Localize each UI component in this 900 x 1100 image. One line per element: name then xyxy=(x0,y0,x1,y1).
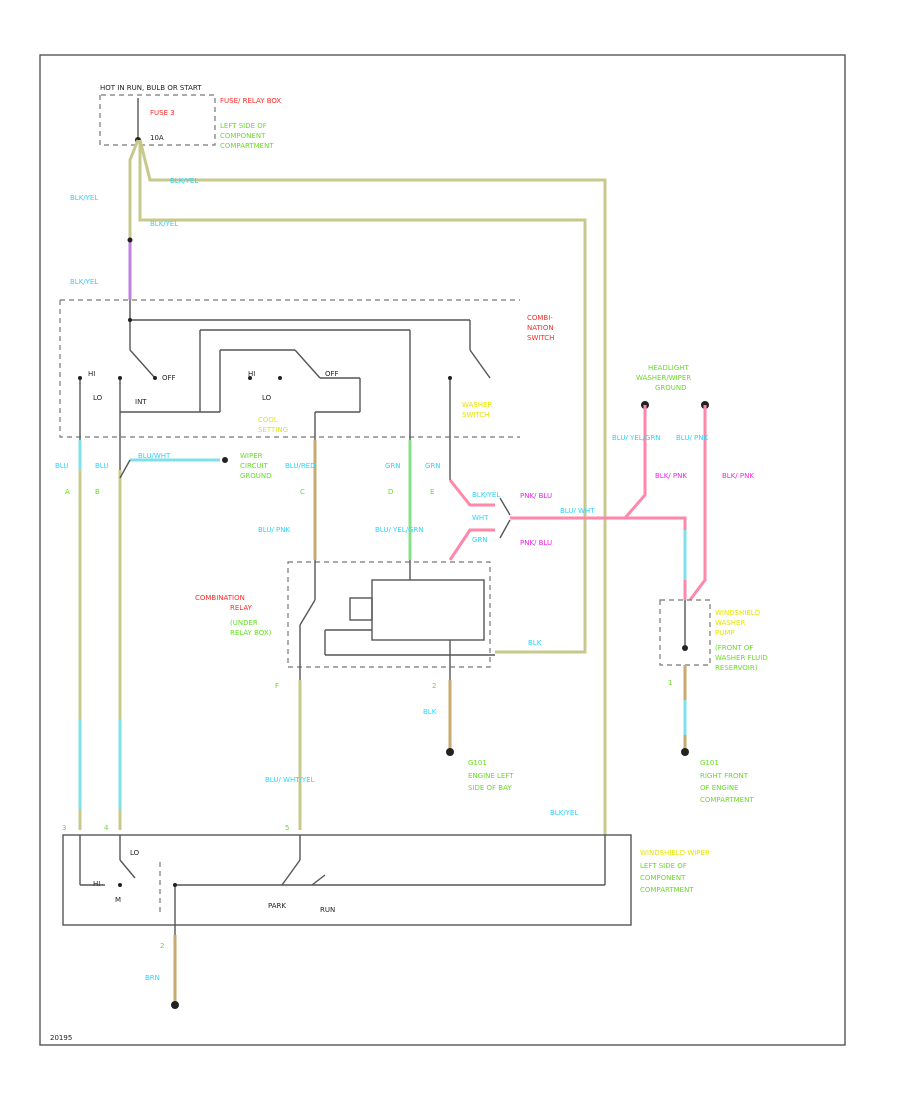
fuse-box-loc-1: LEFT SIDE OF xyxy=(220,122,267,130)
relay-name-1: COMBINATION xyxy=(195,594,245,602)
fuse-box-name: FUSE/ RELAY BOX xyxy=(220,97,281,105)
grn-label: GRN xyxy=(385,462,401,470)
switch-name-1: COMBI- xyxy=(527,314,553,322)
blu-pink-label: BLU/ PNK xyxy=(258,526,291,534)
cool-label-2: SETTING xyxy=(258,426,288,434)
pin-c: C xyxy=(300,488,305,496)
pin-f: F xyxy=(275,682,279,690)
blk-label-2: BLK xyxy=(423,708,437,716)
pin-a: A xyxy=(65,488,70,496)
wiper-ground-3: GROUND xyxy=(240,472,272,480)
off-label-2: OFF xyxy=(325,370,339,378)
fuse-box-loc-3: COMPARTMENT xyxy=(220,142,274,150)
washer-motor-4: (FRONT OF xyxy=(715,644,753,652)
pin-e: E xyxy=(430,488,434,496)
ground-c: BRN xyxy=(145,974,160,982)
ground-a-1: G101 xyxy=(468,759,487,767)
blu-left-bot: BLU/ WHT/YEL xyxy=(265,776,315,784)
washer-switch-2: SWITCH xyxy=(462,411,489,419)
washer-switch-1: WASHER xyxy=(462,401,492,409)
pin-1-motor: 1 xyxy=(668,679,672,687)
pnk-big-2: BLK/ PNK xyxy=(722,472,754,480)
pin-b: B xyxy=(95,488,100,496)
pin-2-bottom: 2 xyxy=(160,942,164,950)
wipe-motor-2: LEFT SIDE OF xyxy=(640,862,687,870)
motor-pins-1: BLK/YEL xyxy=(472,491,500,499)
blu-left: BLU xyxy=(55,462,68,470)
motor-lo: LO xyxy=(130,849,140,857)
headlight-1: HEADLIGHT xyxy=(648,364,690,372)
relay-loc-2: RELAY BOX) xyxy=(230,629,272,637)
pin-blue-1: BLU/ YEL/GRN xyxy=(612,434,661,442)
switch-name-2: NATION xyxy=(527,324,554,332)
wipe-motor-1: WINDSHIELD WIPER xyxy=(640,849,710,857)
washer-motor-5: WASHER FLUID xyxy=(715,654,768,662)
motor-m: M xyxy=(115,896,121,904)
washer-motor-3: PUMP xyxy=(715,629,735,637)
wiper-ground-2: CIRCUIT xyxy=(240,462,269,470)
washer-motor-1: WINDSHIELD xyxy=(715,609,760,617)
wiper-motor: HI LO M PARK RUN WINDSHIELD WIPER LEFT S… xyxy=(62,776,710,935)
off-label-1: OFF xyxy=(162,374,176,382)
motor-pins-3: GRN xyxy=(472,536,488,544)
combination-relay: COMBINATION RELAY (UNDER RELAY BOX) F 2 … xyxy=(195,560,542,690)
pin-2-relay: 2 xyxy=(432,682,436,690)
blk-wht-label: BLU/ WHT xyxy=(560,507,595,515)
motor-hi: HI xyxy=(93,880,100,888)
grn-yel-label: GRN xyxy=(425,462,441,470)
hot-label: HOT IN RUN, BULB OR START xyxy=(100,84,202,92)
headlight-2: WASHER/WIPER xyxy=(636,374,691,382)
outer-frame xyxy=(39,54,846,1046)
washer-motor-2: WASHER xyxy=(715,619,745,627)
fuse-relay-box: HOT IN RUN, BULB OR START FUSE/ RELAY BO… xyxy=(99,84,281,150)
pin-3-motor: 3 xyxy=(62,824,66,832)
cool-label-1: COOL xyxy=(258,416,278,424)
blk-yel-bot: BLK/YEL xyxy=(550,809,578,817)
blk-red-1: BLU/RED xyxy=(285,462,316,470)
pin-5-motor: 5 xyxy=(285,824,289,832)
relay-loc-1: (UNDER xyxy=(230,619,258,627)
hi-sw-label: HI xyxy=(248,370,255,378)
fuse-box-loc-2: COMPONENT xyxy=(220,132,266,140)
park-label: PARK xyxy=(268,902,286,910)
ground-b-3: OF ENGINE xyxy=(700,784,739,792)
relay-name-2: RELAY xyxy=(230,604,253,612)
wire-label-top-1: BLK/YEL xyxy=(70,194,98,202)
int-label: INT xyxy=(135,398,147,406)
pnk-label-1: PNK/ BLU xyxy=(520,492,552,500)
fuse-id: FUSE 3 xyxy=(150,109,175,117)
wire-label-top-4: BLK/YEL xyxy=(70,278,98,286)
wire-mid: BLU/WHT xyxy=(138,452,171,460)
wipe-motor-4: COMPARTMENT xyxy=(640,886,694,894)
blk-label-1: BLK xyxy=(528,639,542,647)
pin-blue-2: BLU/ PNK xyxy=(676,434,709,442)
ground-b-4: COMPARTMENT xyxy=(700,796,754,804)
blu-right: BLU xyxy=(95,462,108,470)
headlight-3: GROUND xyxy=(655,384,687,392)
motor-pins-2: WHT xyxy=(472,514,489,522)
wipe-motor-3: COMPONENT xyxy=(640,874,686,882)
fuse-amp: 10A xyxy=(150,134,164,142)
lo-sw-label: LO xyxy=(262,394,272,402)
ground-a-2: ENGINE LEFT xyxy=(468,772,514,780)
run-label: RUN xyxy=(320,906,335,914)
washer-motor: WINDSHIELD WASHER PUMP (FRONT OF WASHER … xyxy=(659,599,768,687)
washer-motor-6: RESERVOIR) xyxy=(715,664,758,672)
blu-yel-label: BLU/ YEL/GRN xyxy=(375,526,424,534)
switch-name-3: SWITCH xyxy=(527,334,554,342)
ground-b-1: G101 xyxy=(700,759,719,767)
ground-b-2: RIGHT FRONT xyxy=(700,772,749,780)
lo-label: LO xyxy=(93,394,103,402)
hi-label: HI xyxy=(88,370,95,378)
ground-a-3: SIDE OF BAY xyxy=(468,784,512,792)
pin-4-motor: 4 xyxy=(104,824,109,832)
figure-id: 20195 xyxy=(50,1034,72,1042)
pnk-label-2: PNK/ BLU xyxy=(520,539,552,547)
pin-d: D xyxy=(388,488,393,496)
wire-label-top-3: BLK/YEL xyxy=(150,220,178,228)
pnk-big-1: BLK/ PNK xyxy=(655,472,687,480)
wire-label-top-2: BLK/YEL xyxy=(170,177,198,185)
wiper-ground-1: WIPER xyxy=(240,452,263,460)
